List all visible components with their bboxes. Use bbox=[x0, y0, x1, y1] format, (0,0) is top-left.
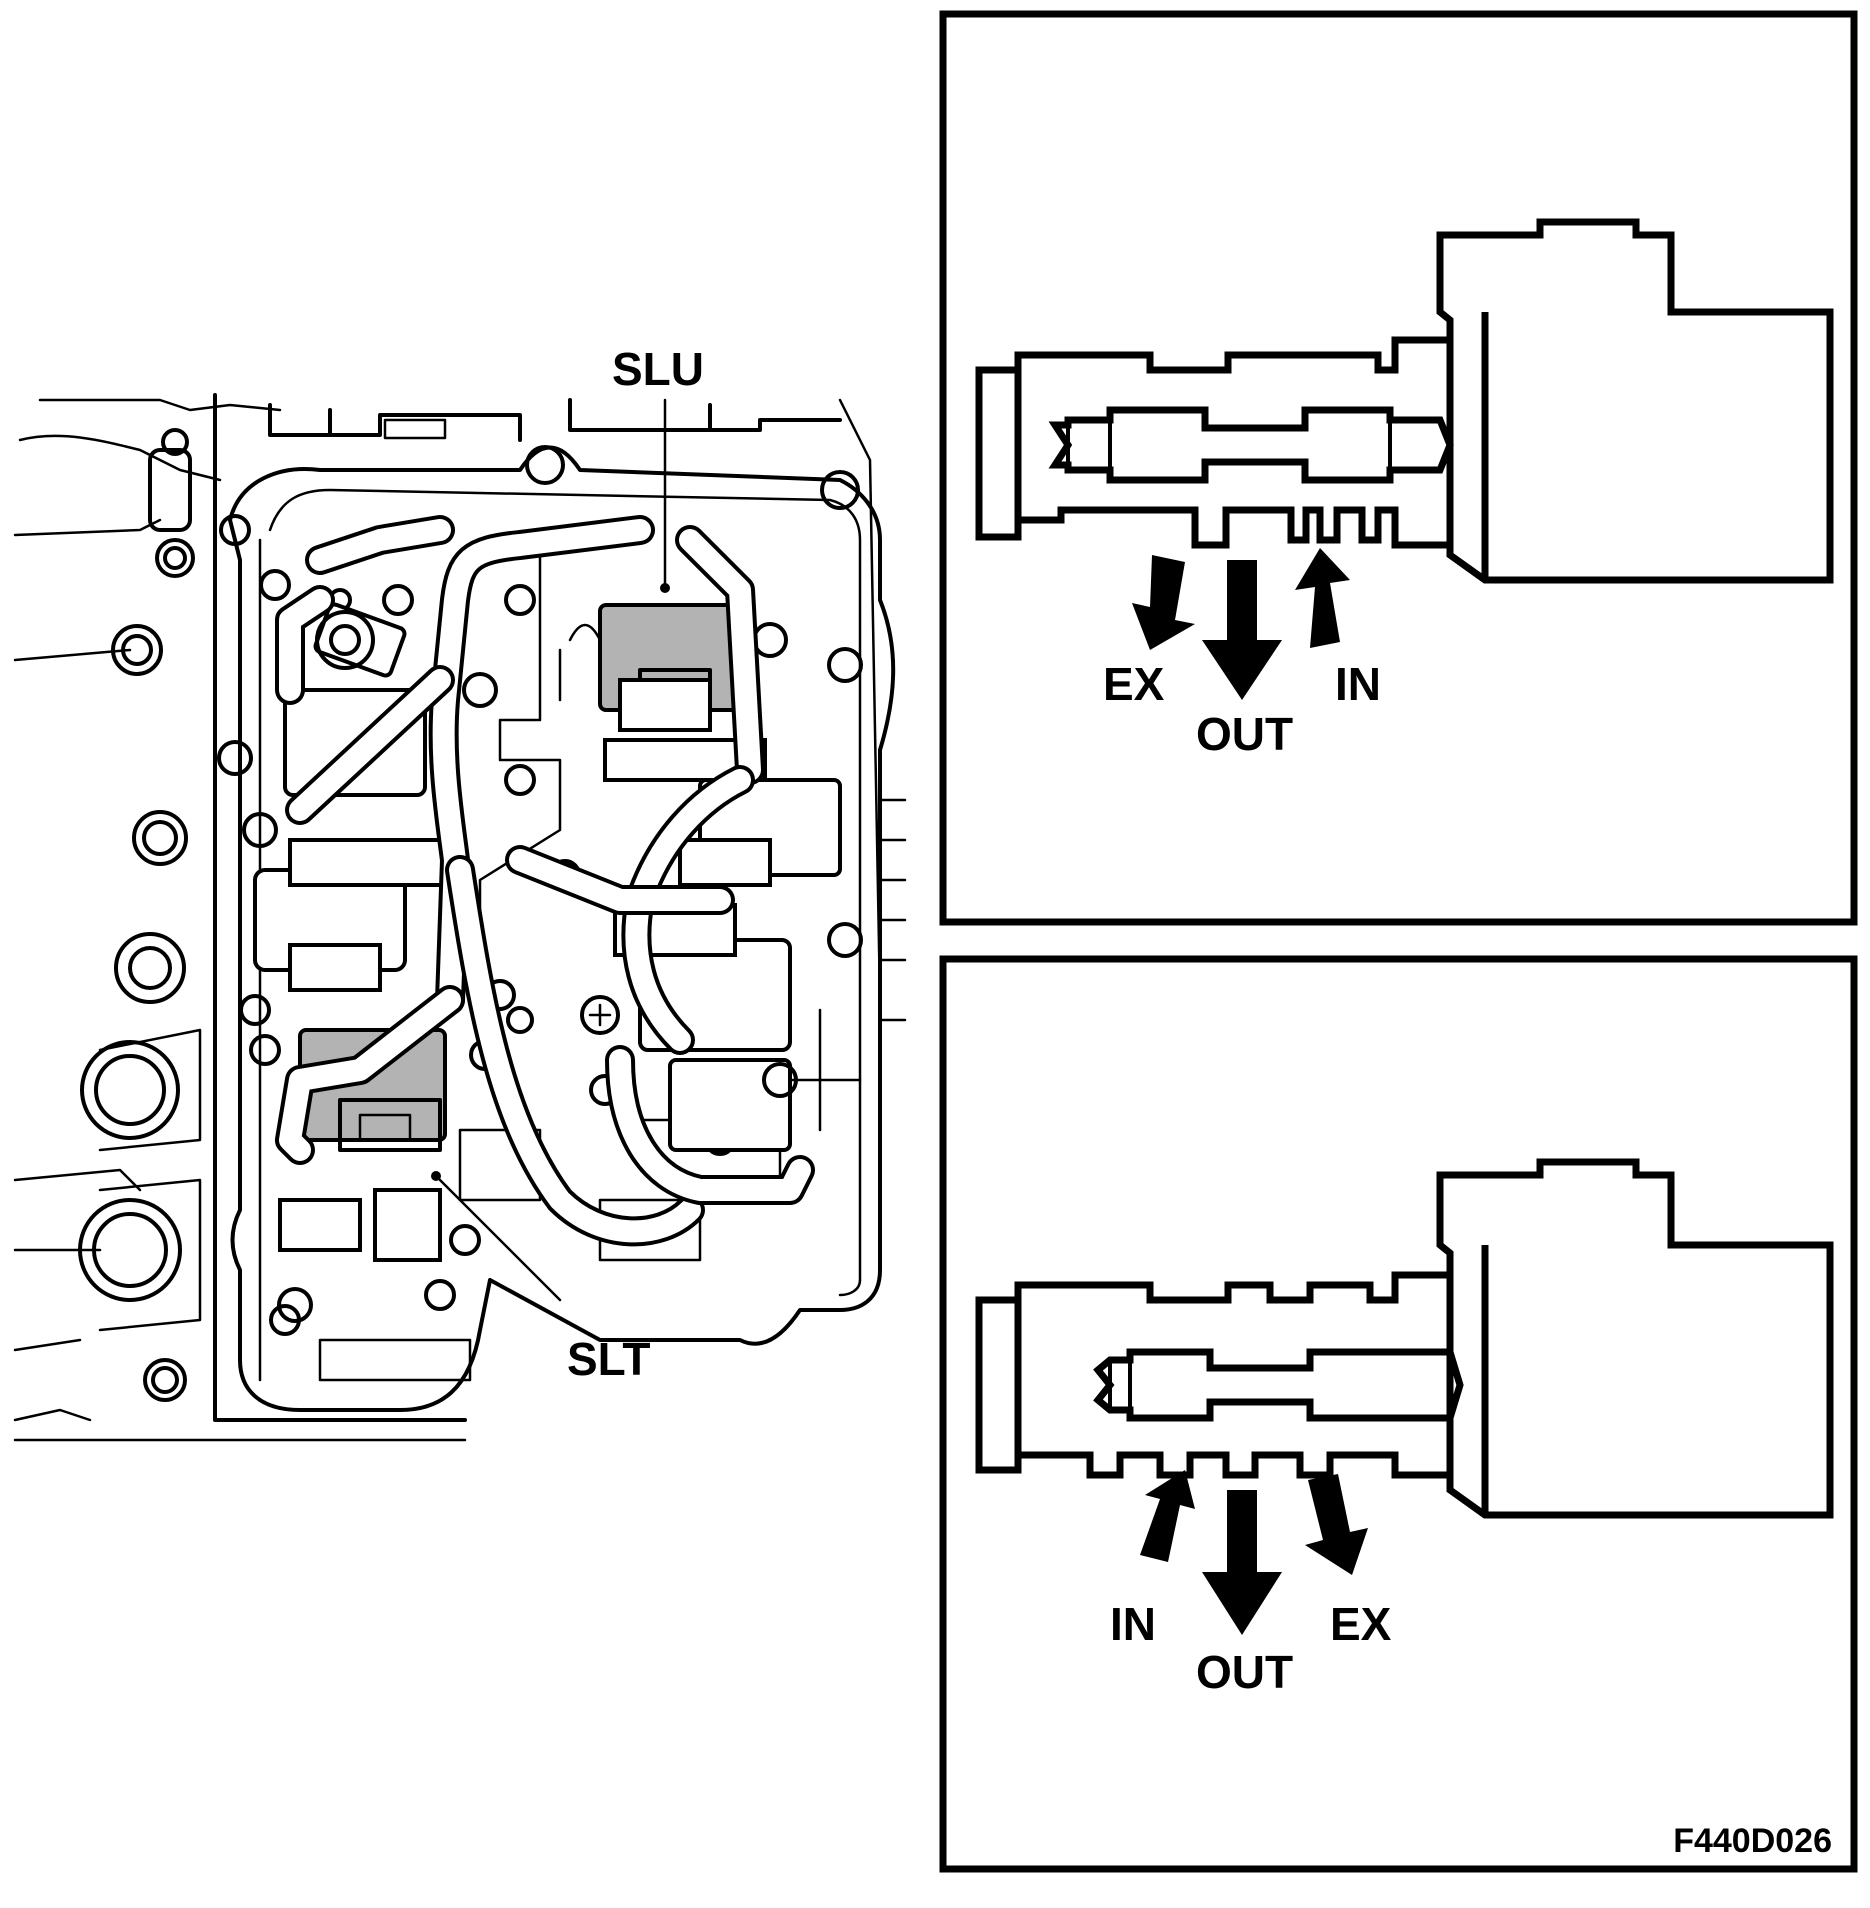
leader-line-slt bbox=[438, 1178, 562, 1302]
bottom-panel-frame bbox=[939, 955, 1858, 1873]
arrow-ex-bottom bbox=[1305, 1474, 1368, 1575]
callout-label-slu: SLU bbox=[612, 343, 704, 395]
valve-body-top bbox=[975, 218, 1834, 584]
valve-body-bottom bbox=[975, 1158, 1834, 1519]
valve-diagram-bottom-panel: IN OUT EX F440D026 bbox=[939, 955, 1858, 1873]
callout-label-slt: SLT bbox=[567, 1333, 650, 1385]
port-label-ex-top: EX bbox=[1103, 658, 1165, 710]
arrow-ex-top bbox=[1132, 555, 1195, 650]
top-panel-frame bbox=[939, 10, 1858, 926]
valve-body-illustration bbox=[13, 393, 907, 1442]
arrow-in-top bbox=[1295, 548, 1350, 648]
port-label-out-bottom: OUT bbox=[1196, 1646, 1293, 1698]
valve-diagram-top-panel: EX OUT IN bbox=[939, 10, 1858, 926]
port-label-ex-bottom: EX bbox=[1330, 1598, 1392, 1650]
figure-code: F440D026 bbox=[1673, 1822, 1832, 1860]
bolt-column-left bbox=[78, 428, 195, 1402]
port-label-in-top: IN bbox=[1335, 658, 1381, 710]
arrow-out-top bbox=[1202, 560, 1282, 700]
wire-harness bbox=[275, 515, 815, 1247]
port-label-out-top: OUT bbox=[1196, 708, 1293, 760]
arrow-out-bottom bbox=[1202, 1490, 1282, 1635]
arrow-in-bottom bbox=[1140, 1470, 1195, 1562]
port-label-in-bottom: IN bbox=[1110, 1598, 1156, 1650]
